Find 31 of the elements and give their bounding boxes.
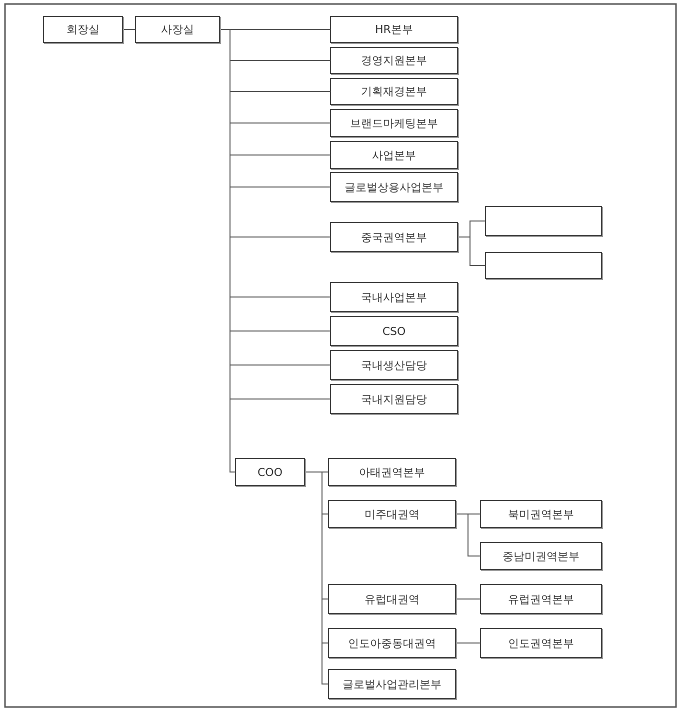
org-box: 사업본부 bbox=[330, 141, 458, 169]
connector-line bbox=[304, 472, 328, 684]
org-box: 중남미권역본부 bbox=[480, 542, 602, 570]
org-box: 중국권역본부 bbox=[330, 222, 458, 252]
org-box: 아태권역본부 bbox=[328, 458, 456, 486]
org-box: 인도아중동대권역 bbox=[328, 628, 456, 658]
connector-line bbox=[456, 598, 480, 600]
org-box: 회장실 bbox=[43, 16, 123, 43]
org-box: 인도권역본부 bbox=[480, 628, 602, 658]
org-box: HR본부 bbox=[330, 16, 458, 43]
org-box: 글로벌사업관리본부 bbox=[328, 669, 456, 699]
org-box: 국내지원담당 bbox=[330, 384, 458, 414]
org-box: 기획재경본부 bbox=[330, 78, 458, 105]
org-box: 브랜드마케팅본부 bbox=[330, 109, 458, 137]
connector-line bbox=[458, 236, 486, 266]
org-box: 북미권역본부 bbox=[480, 500, 602, 528]
org-box: COO bbox=[235, 458, 305, 486]
org-box: 미주대권역 bbox=[328, 500, 456, 528]
org-box: 유럽권역본부 bbox=[480, 584, 602, 614]
org-box: 유럽대권역 bbox=[328, 584, 456, 614]
org-box: 국내생산담당 bbox=[330, 350, 458, 380]
connector-line bbox=[456, 514, 480, 556]
empty-box bbox=[485, 252, 602, 279]
org-box: 국내사업본부 bbox=[330, 282, 458, 312]
org-box: 사장실 bbox=[135, 16, 220, 43]
org-box: 글로벌상용사업본부 bbox=[330, 172, 458, 202]
connector-line bbox=[456, 642, 480, 644]
connector-line bbox=[122, 29, 136, 30]
empty-box bbox=[485, 206, 602, 236]
org-box: 경영지원본부 bbox=[330, 47, 458, 74]
org-box: CSO bbox=[330, 316, 458, 346]
